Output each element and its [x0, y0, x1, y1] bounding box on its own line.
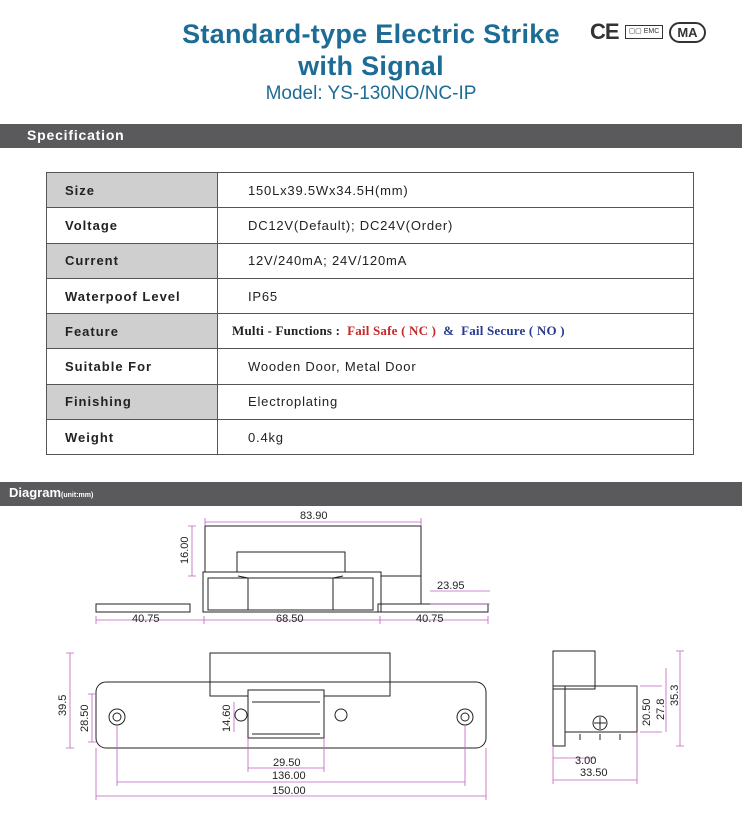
dim-side-offset: 23.95: [437, 580, 465, 592]
fail-secure-label: Fail Secure ( NO ): [461, 323, 565, 339]
ce-mark-icon: CE: [590, 19, 620, 44]
dimension-drawing: 83.90 16.00 23.95 40.75 68.50 40.75 39.5…: [57, 510, 684, 800]
table-row: Finishing Electroplating: [46, 383, 694, 421]
table-row: Suitable For Wooden Door, Metal Door: [46, 348, 694, 385]
spec-key: Waterpoof Level: [46, 277, 218, 315]
dimension-lines-front: [66, 652, 487, 800]
spec-value: Wooden Door, Metal Door: [217, 348, 694, 385]
dim-side-h1: 20.50: [641, 698, 653, 726]
table-row: Voltage DC12V(Default); DC24V(Order): [46, 207, 694, 244]
spec-key: Finishing: [46, 383, 218, 421]
spec-value: IP65: [217, 277, 694, 315]
dim-plate-inner-height: 28.50: [79, 704, 91, 732]
dim-left-wing: 40.75: [132, 613, 160, 625]
dimension-lines-side: [552, 650, 684, 784]
dim-plate-height: 39.5: [57, 695, 69, 716]
dim-side-h2: 27.8: [655, 699, 667, 720]
specification-label: Specification: [27, 127, 125, 143]
side-housing: [564, 685, 638, 733]
specification-header-bar: Specification: [0, 124, 742, 148]
dim-side-w1: 3.00: [575, 755, 596, 767]
adjust-screw-right: [334, 708, 348, 722]
table-row: Current 12V/240mA; 24V/120mA: [46, 242, 694, 279]
dimension-lines-top: [95, 518, 490, 624]
spec-key: Size: [46, 171, 218, 209]
spec-value: 150Lx39.5Wx34.5H(mm): [217, 171, 694, 209]
spec-value: 0.4kg: [217, 419, 694, 456]
dim-latch-width: 29.50: [273, 757, 301, 769]
latch-front: [237, 575, 344, 611]
terminal-screw-icon: [592, 715, 608, 731]
spec-value: DC12V(Default); DC24V(Order): [217, 207, 694, 244]
spec-key: Current: [46, 242, 218, 279]
dim-hole-spacing: 136.00: [272, 770, 306, 782]
dim-top-height: 16.00: [179, 536, 191, 564]
spec-value: Electroplating: [217, 383, 694, 421]
product-title-line1: Standard-type Electric Strike: [182, 19, 560, 49]
dim-top-width: 83.90: [300, 510, 328, 522]
feature-value: Multi - Functions : Fail Safe ( NC ) & F…: [217, 313, 694, 350]
title-block: Standard-type Electric Strike with Signa…: [0, 18, 742, 106]
model-label: Model: YS-130NO/NC-IP: [265, 83, 477, 104]
dim-latch-height: 14.60: [221, 704, 233, 732]
diagram-header-bar: Diagram(unit:mm): [0, 482, 742, 506]
dim-center-width: 68.50: [276, 613, 304, 625]
spec-value: 12V/240mA; 24V/120mA: [217, 242, 694, 279]
spec-key: Voltage: [46, 207, 218, 244]
spec-key: Feature: [46, 313, 218, 350]
front-view: [95, 652, 487, 749]
dim-right-wing: 40.75: [416, 613, 444, 625]
fail-safe-label: Fail Safe ( NC ): [347, 323, 437, 339]
unit-label: (unit:mm): [61, 492, 94, 499]
ma-mark-icon: MA: [669, 21, 706, 43]
side-top-block: [552, 650, 596, 690]
side-faceplate: [552, 685, 566, 747]
diagram-label: Diagram(unit:mm): [9, 485, 94, 500]
certification-logos: CE ▢▢ EMC MA: [590, 19, 706, 45]
ampersand: &: [443, 323, 455, 339]
dim-overall-length: 150.00: [272, 785, 306, 797]
table-row: Weight 0.4kg: [46, 419, 694, 456]
faceplate-recess-left: [207, 577, 249, 611]
spec-key: Suitable For: [46, 348, 218, 385]
specification-table: Size 150Lx39.5Wx34.5H(mm) Voltage DC12V(…: [46, 171, 694, 456]
spec-key: Weight: [46, 419, 218, 456]
adjust-screw-left: [234, 708, 248, 722]
side-view: [552, 650, 638, 747]
latch-bolt: [247, 689, 325, 739]
table-row: Feature Multi - Functions : Fail Safe ( …: [46, 313, 694, 350]
dim-side-w2: 33.50: [580, 767, 608, 779]
latch-top: [236, 551, 346, 575]
faceplate-recess-right: [332, 577, 374, 611]
product-title-line2: with Signal: [298, 51, 444, 81]
feature-prefix: Multi - Functions :: [232, 323, 341, 339]
dim-side-h3: 35.3: [669, 685, 681, 706]
table-row: Waterpoof Level IP65: [46, 277, 694, 315]
faceplate-front: [202, 571, 382, 613]
emc-mark-icon: ▢▢ EMC: [624, 25, 664, 39]
table-row: Size 150Lx39.5Wx34.5H(mm): [46, 171, 694, 209]
